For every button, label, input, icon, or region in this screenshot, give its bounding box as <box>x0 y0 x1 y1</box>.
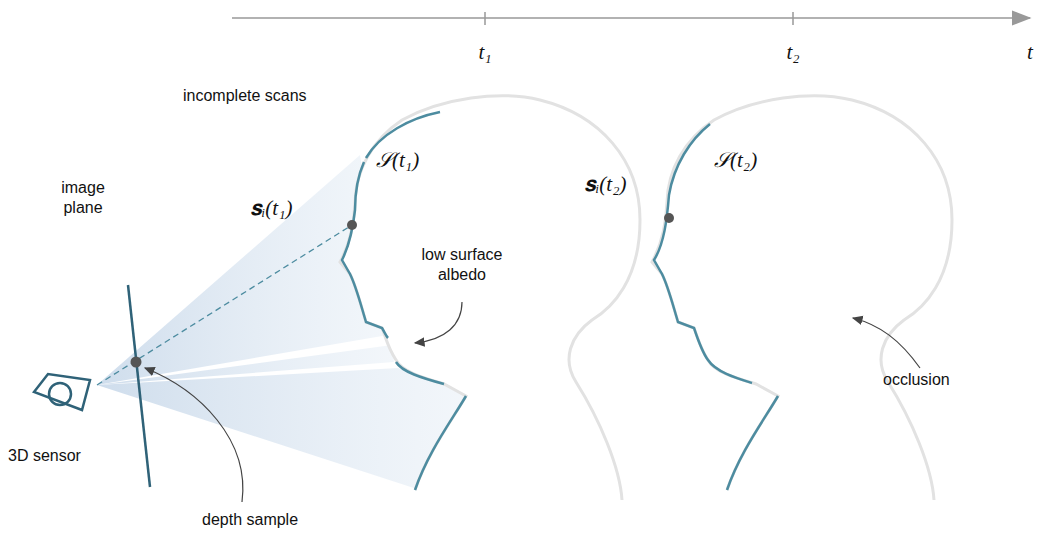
part-name: 3D sensor <box>8 446 81 466</box>
scan-segments <box>654 124 778 490</box>
caption-note: incomplete scans <box>183 86 307 106</box>
part-name: depth sample <box>202 510 298 530</box>
time-label: t₂ <box>786 40 799 65</box>
leader-line <box>853 318 920 368</box>
head-outline <box>652 96 952 500</box>
image-plane <box>128 285 150 487</box>
annotation: occlusion <box>883 370 950 390</box>
view-frustum <box>97 155 388 385</box>
ray <box>97 225 352 385</box>
tick <box>484 12 486 25</box>
annotation: low surface albedo <box>412 245 512 285</box>
time-label: t <box>1027 40 1033 65</box>
part-name: image plane <box>48 178 118 218</box>
point-symbol: 𝐬ᵢ(t₂) <box>584 172 626 197</box>
leader-line <box>145 368 243 502</box>
point-symbol: 𝐬ᵢ(t₁) <box>250 196 292 221</box>
sensor-eye <box>34 374 90 410</box>
depth-sample-dot <box>131 357 142 368</box>
leader-line <box>415 302 462 343</box>
head-outline <box>340 96 640 500</box>
surface-symbol: 𝒮(t₁) <box>376 148 419 173</box>
tick <box>792 12 794 25</box>
surface-symbol: 𝒮(t₂) <box>714 148 757 173</box>
surface-point <box>664 213 674 223</box>
time-label: t₁ <box>478 40 491 65</box>
view-frustum <box>97 368 468 490</box>
surface-point <box>347 220 357 230</box>
scan-segments <box>342 112 466 490</box>
time-axis <box>232 17 1030 19</box>
